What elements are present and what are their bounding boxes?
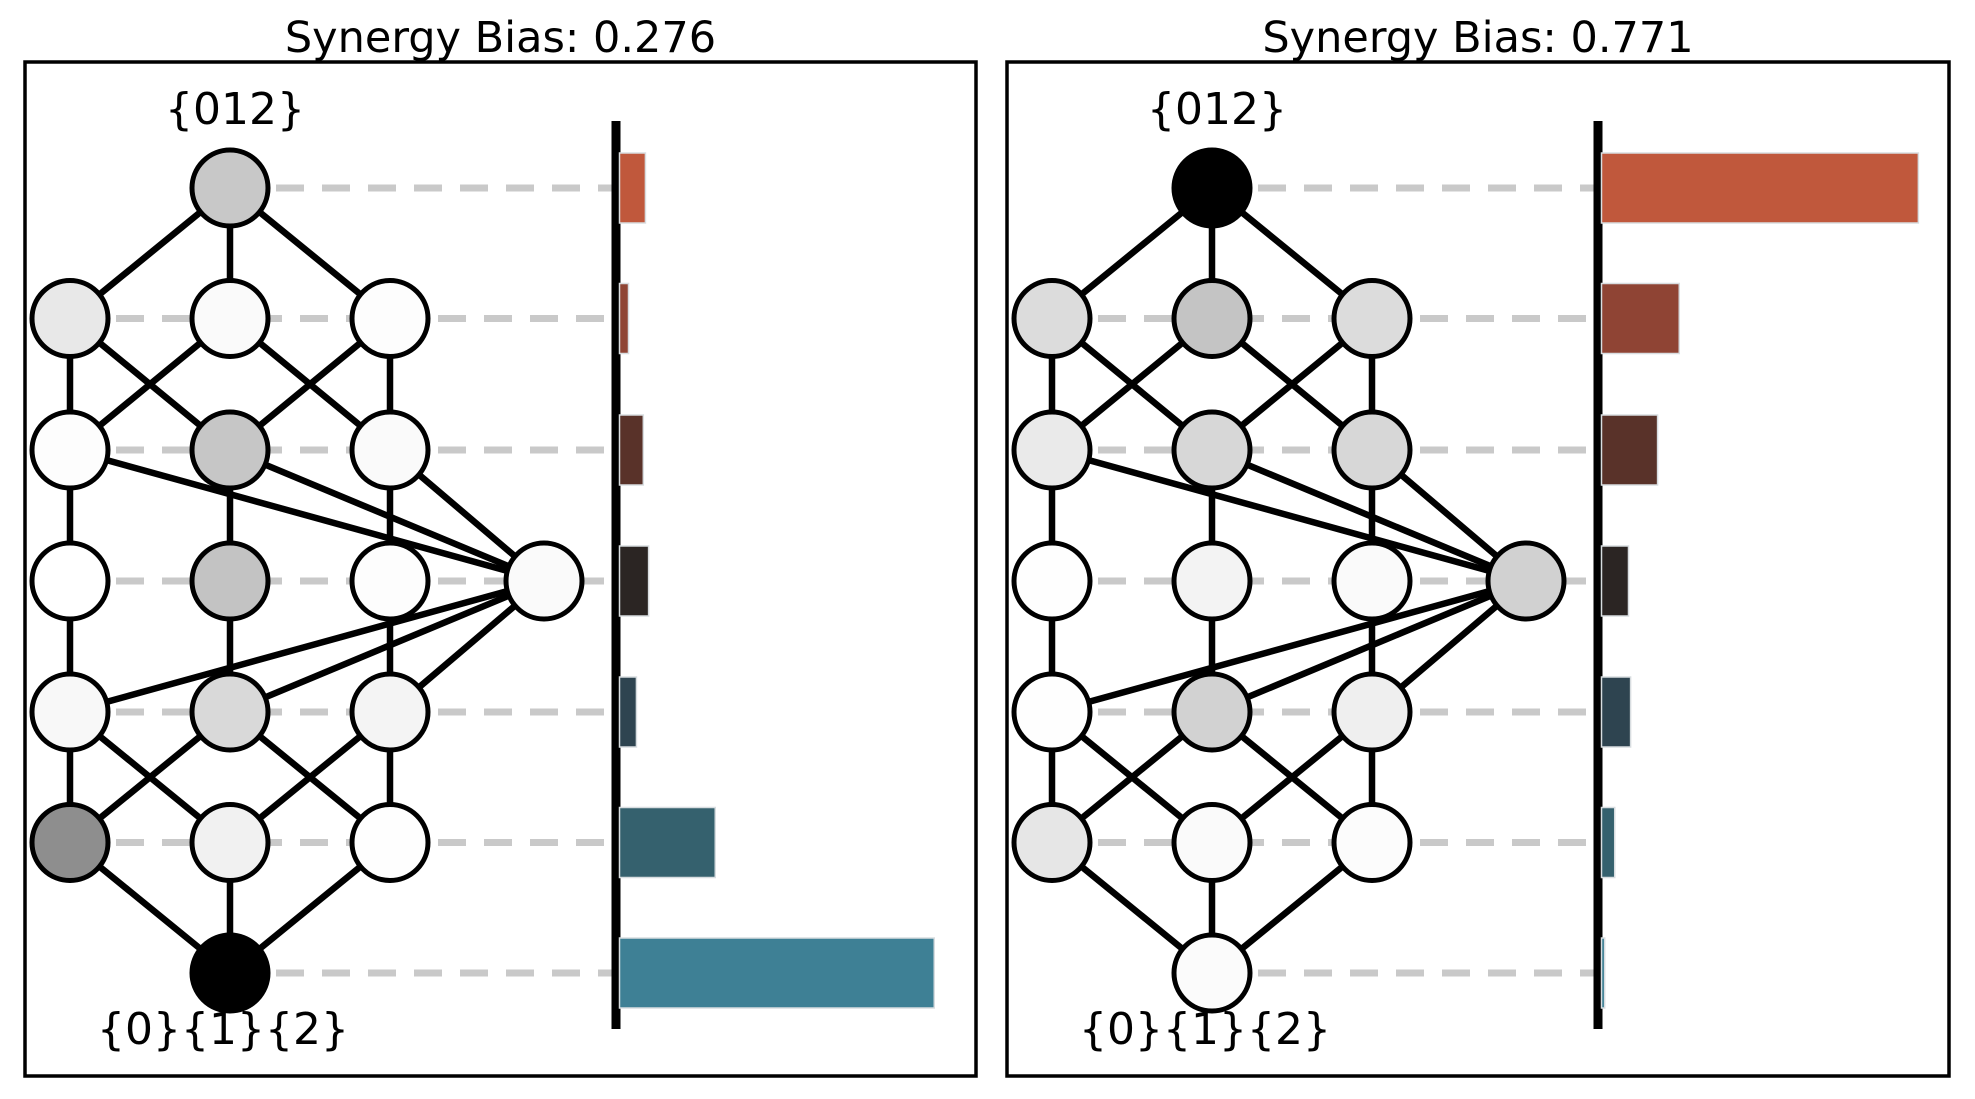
lattice-node-L2R — [1331, 278, 1413, 359]
lattice-node-L4L — [29, 540, 111, 622]
panel-0: Synergy Bias: 0.276 {012} {0}{1}{2} — [23, 13, 978, 1078]
lattice-node-L4X — [503, 540, 585, 622]
lattice-edge-L3M-L4X — [228, 447, 546, 584]
lattice-node-L5R — [1331, 671, 1413, 753]
lattice-node-L3M — [189, 409, 271, 491]
lattice-node-L4X — [1485, 540, 1567, 622]
lattice-node-L6M — [189, 802, 271, 883]
panel-title: Synergy Bias: 0.771 — [1262, 13, 1693, 63]
lattice-node-L3L — [29, 409, 111, 491]
lattice-node-L6R — [349, 802, 431, 883]
lattice-node-L2L — [29, 278, 111, 359]
level-bar-4 — [1600, 545, 1630, 617]
lattice-node-L5R — [349, 671, 431, 753]
lattice-node-L6L — [1011, 802, 1093, 883]
lattice-node-L6L — [29, 802, 111, 883]
lattice-node-L1M — [189, 147, 271, 229]
lattice-node-L4M — [1171, 540, 1253, 622]
lattice-node-L2M — [1171, 278, 1253, 359]
level-bar-2 — [618, 282, 630, 355]
level-bar-1 — [618, 152, 647, 224]
lattice-node-L6M — [1171, 802, 1253, 883]
lattice-node-L5L — [1011, 671, 1093, 753]
lattice-node-L7M — [1171, 932, 1253, 1014]
level-bar-3 — [1600, 414, 1659, 486]
level-bar-1 — [1600, 152, 1920, 224]
lattice-node-L6R — [1331, 802, 1413, 883]
bottom-node-label: {0}{1}{2} — [97, 1004, 349, 1055]
level-bar-2 — [1600, 282, 1681, 355]
lattice-node-L5M — [189, 671, 271, 753]
level-bar-6 — [1600, 806, 1616, 879]
lattice-node-L4R — [1331, 540, 1413, 622]
lattice-node-L4R — [349, 540, 431, 622]
lattice-edge-L3M-L4X — [1210, 447, 1528, 584]
lattice-node-L4M — [189, 540, 271, 622]
lattice-node-L5L — [29, 671, 111, 753]
level-bar-5 — [618, 676, 638, 748]
level-bar-6 — [618, 806, 716, 879]
level-bar-4 — [618, 545, 650, 617]
panel-frame — [1005, 60, 1951, 1078]
lattice-node-L3L — [1011, 409, 1093, 491]
lattice-edge-L3L-L4X — [69, 446, 545, 585]
lattice-node-L3R — [1331, 409, 1413, 491]
panel-1: Synergy Bias: 0.771 {012} {0}{1}{2} — [1005, 13, 1951, 1078]
lattice-node-L3M — [1171, 409, 1253, 491]
lattice-edge-L4X-L5M — [1210, 578, 1528, 715]
lattice-node-L1M — [1171, 147, 1253, 229]
lattice-edge-L4X-L5L — [1051, 577, 1527, 716]
lattice-node-L5M — [1171, 671, 1253, 753]
lattice-node-L4L — [1011, 540, 1093, 622]
lattice-edge-L4X-L5L — [69, 577, 545, 716]
lattice-node-L2R — [349, 278, 431, 359]
bottom-node-label: {0}{1}{2} — [1079, 1004, 1331, 1055]
level-bar-3 — [618, 414, 645, 486]
lattice-node-L2L — [1011, 278, 1093, 359]
level-bar-5 — [1600, 676, 1632, 748]
lattice-node-L7M — [189, 932, 271, 1014]
panel-frame — [23, 60, 978, 1078]
top-node-label: {012} — [1147, 84, 1287, 135]
level-bar-7 — [618, 937, 936, 1009]
lattice-node-L3R — [349, 409, 431, 491]
lattice-node-L2M — [189, 278, 271, 359]
top-node-label: {012} — [165, 84, 305, 135]
lattice-edge-L3L-L4X — [1051, 446, 1527, 585]
level-bar-7 — [1600, 937, 1606, 1009]
panel-title: Synergy Bias: 0.276 — [285, 13, 716, 63]
lattice-edge-L4X-L5M — [228, 578, 546, 715]
